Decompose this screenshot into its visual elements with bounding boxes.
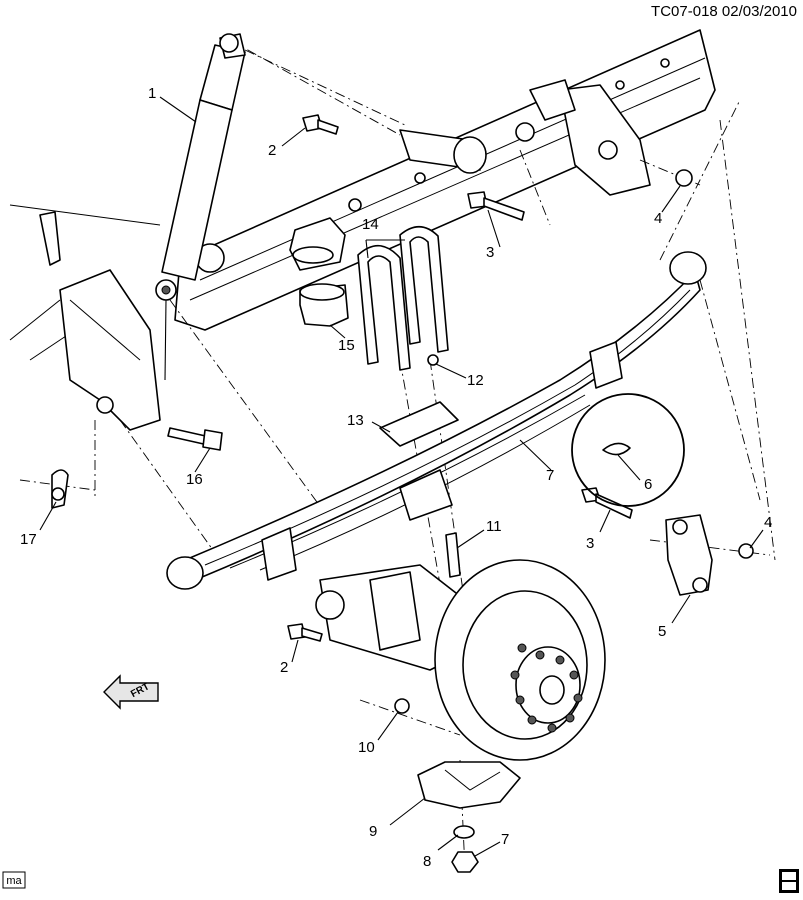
callout-18: 17 xyxy=(20,531,37,548)
callout-leaders xyxy=(39,96,764,857)
lower-nut xyxy=(451,851,479,873)
callout-3-upper: 3 xyxy=(486,244,494,261)
callout-6: 6 xyxy=(644,476,652,493)
ma-badge: ma xyxy=(2,871,26,889)
u-bolt-nut xyxy=(394,698,410,714)
axle-stud xyxy=(445,532,461,578)
shock-absorber xyxy=(155,33,246,301)
bolt-hanger-upper xyxy=(467,191,525,221)
gm-spo-logo xyxy=(779,869,799,893)
callout-10: 9 xyxy=(369,823,377,840)
washer xyxy=(453,825,475,839)
front-spring-hanger xyxy=(59,269,161,431)
bolt-upper-shock xyxy=(302,114,339,135)
frame-crossmember-tube xyxy=(399,129,487,174)
ma-badge-label: ma xyxy=(6,875,22,887)
diagram-code: TC07-018 02/03/2010 xyxy=(651,3,797,20)
callout-9: 8 xyxy=(423,853,431,870)
front-eye-nut xyxy=(51,469,69,509)
callout-7-label: 7 xyxy=(546,467,554,484)
rear-spring-hanger xyxy=(529,79,651,196)
center-bolt-nut xyxy=(427,354,439,366)
brake-rotor-hub xyxy=(434,559,606,761)
highlight-circle xyxy=(571,393,685,507)
front-eye-bolt xyxy=(167,427,223,451)
callout-2-lower: 2 xyxy=(280,659,288,676)
bolt-lower xyxy=(287,623,323,642)
callout-11: 10 xyxy=(358,739,375,756)
spring-spacer xyxy=(602,442,631,456)
front-direction-arrow: FRT xyxy=(103,674,159,710)
callout-14: 13 xyxy=(347,412,364,429)
callout-12: 11 xyxy=(486,518,502,535)
leaf-spring xyxy=(166,251,707,590)
callout-2-upper: 2 xyxy=(268,142,276,159)
u-bolts xyxy=(357,225,449,371)
callout-8: 7 xyxy=(501,831,509,848)
callout-17: 16 xyxy=(186,471,203,488)
callout-13: 12 xyxy=(467,372,484,389)
bolt-shackle xyxy=(581,487,633,519)
nut-upper-right xyxy=(675,169,693,187)
nut-shackle xyxy=(738,543,754,559)
callout-4-lower: 4 xyxy=(764,514,772,531)
callout-4-upper: 4 xyxy=(654,210,662,227)
spring-shackle xyxy=(665,514,713,596)
spring-anchor-plate xyxy=(417,761,521,809)
callout-5: 5 xyxy=(658,623,666,640)
callout-1: 1 xyxy=(148,85,156,102)
jounce-bumper xyxy=(289,217,349,327)
callout-3-lower: 3 xyxy=(586,535,594,552)
callout-15: 14 xyxy=(362,216,379,233)
spring-plate xyxy=(379,401,459,447)
callout-16: 15 xyxy=(338,337,355,354)
